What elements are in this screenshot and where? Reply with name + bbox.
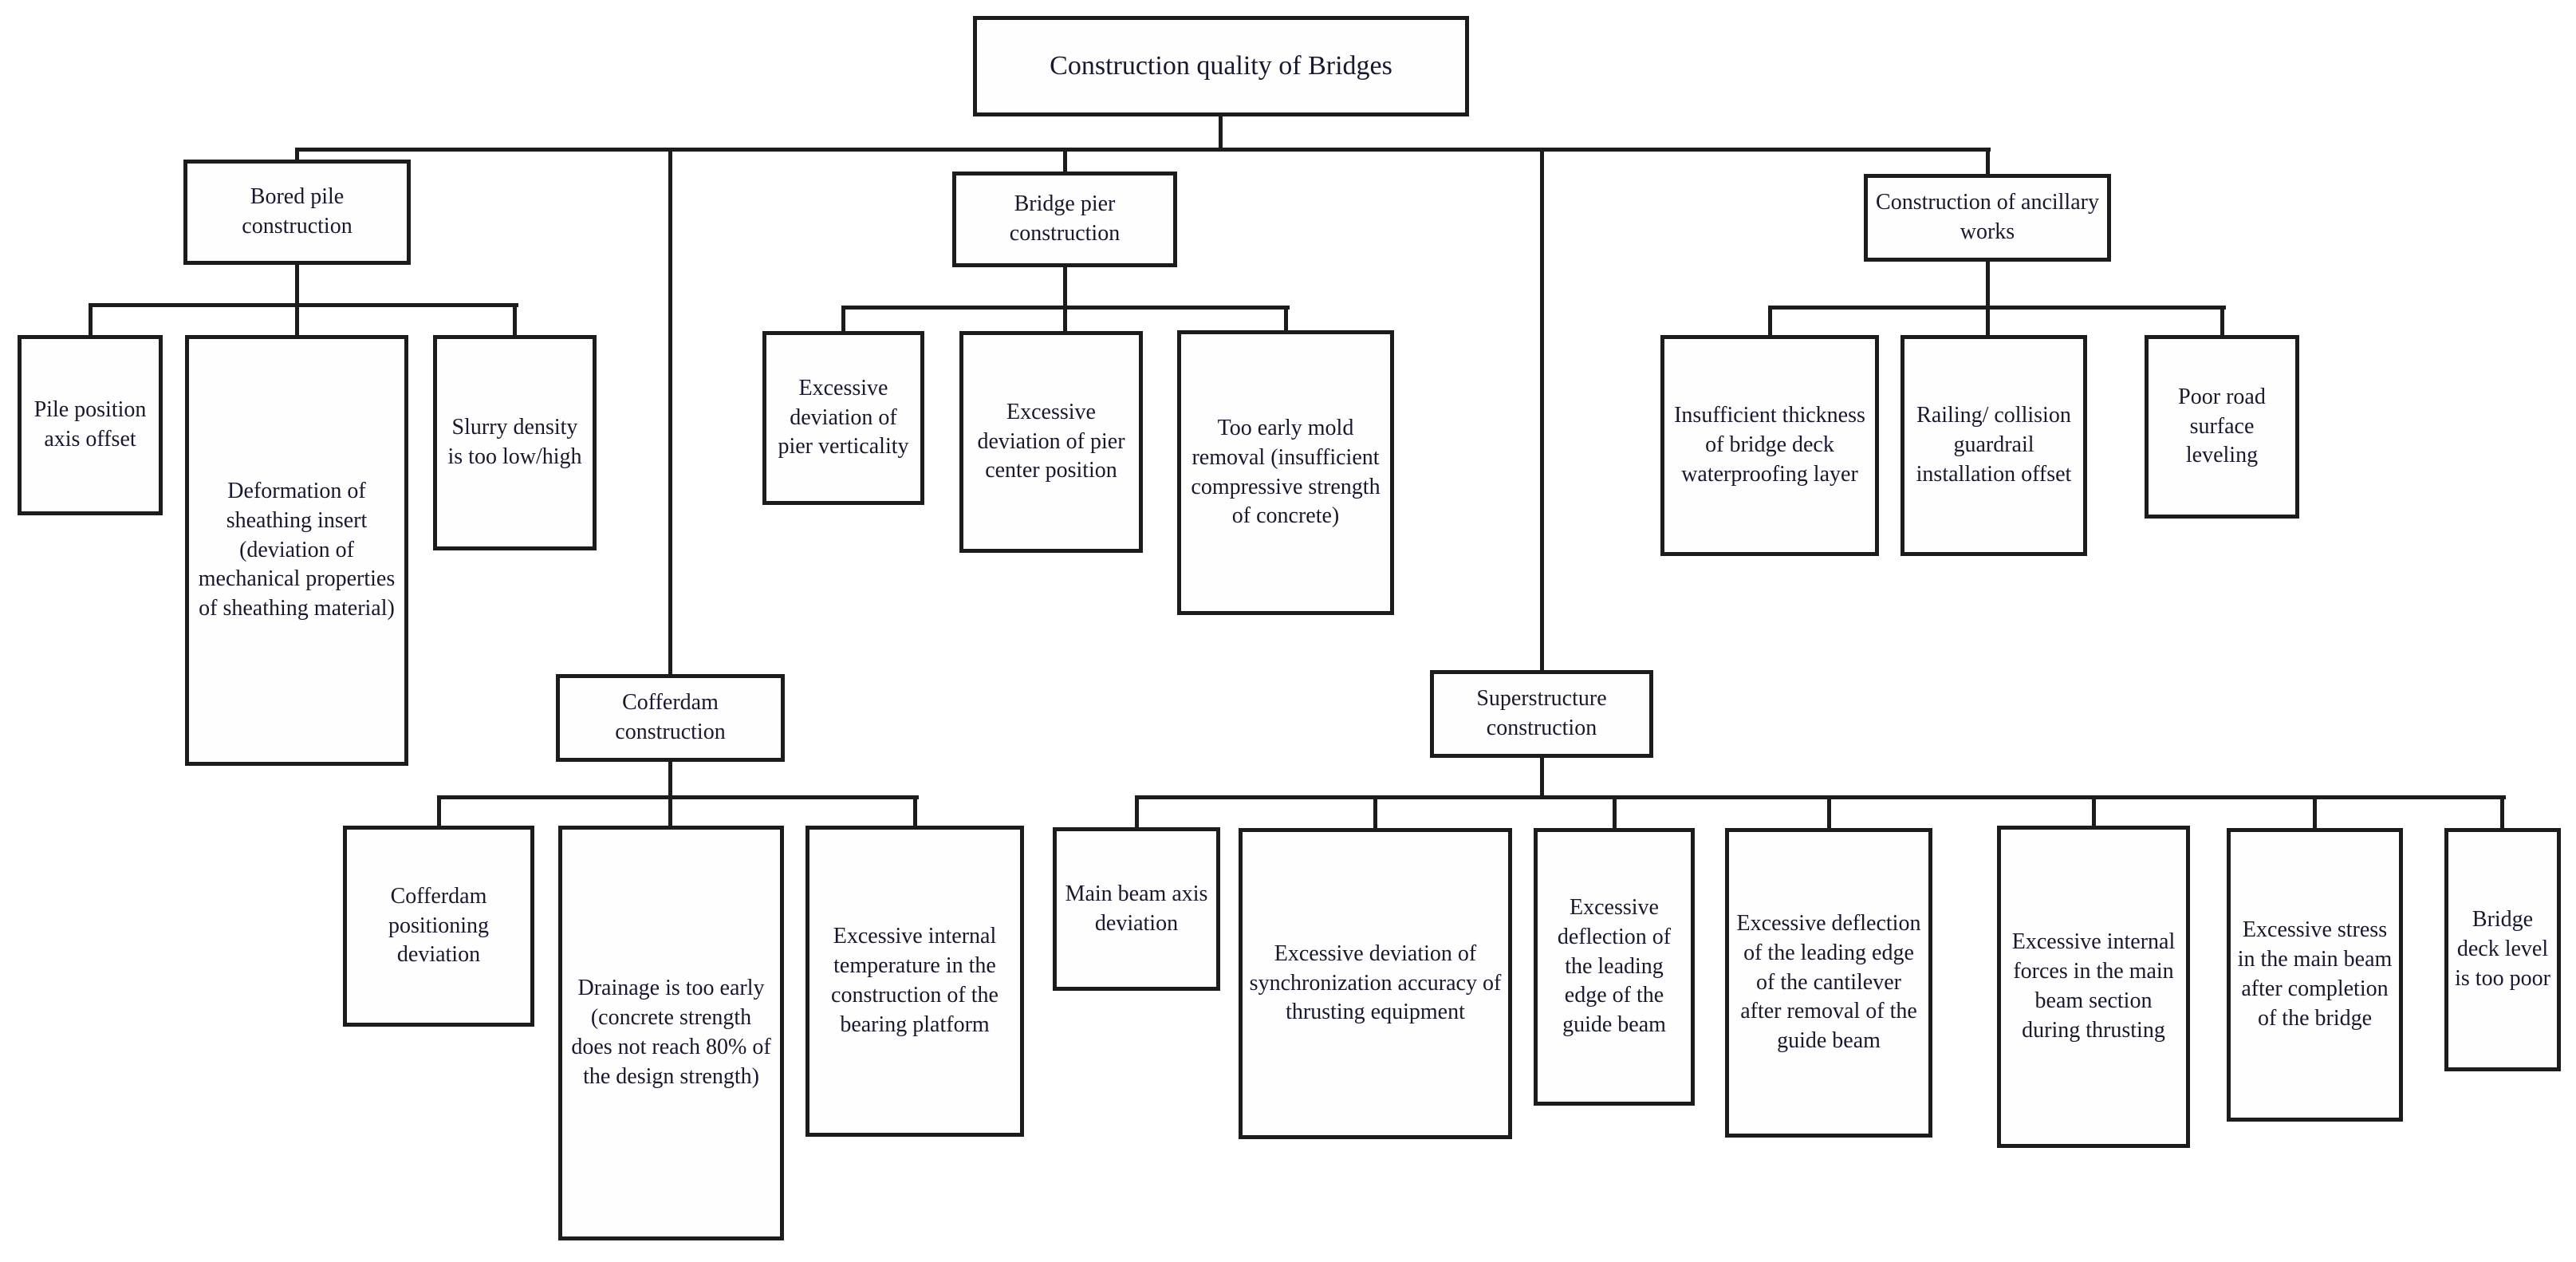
connector-main-rail	[295, 148, 1991, 152]
connector-pier-c3	[1284, 306, 1288, 334]
node-pier-center-position-deviation: Excessive deviation of pier center posit…	[959, 331, 1143, 553]
connector-drop-cofferdam	[668, 148, 672, 678]
connector-super-c6	[2313, 795, 2317, 832]
node-main-beam-stress: Excessive stress in the main beam after …	[2227, 828, 2403, 1122]
node-too-early-mold-removal: Too early mold removal (insufficient com…	[1177, 330, 1394, 615]
connector-cofferdam-stub	[668, 760, 672, 830]
node-construction-of-ancillary-works: Construction of ancillary works	[1864, 174, 2111, 262]
connector-cofferdam-rail	[437, 795, 919, 799]
connector-bored-c3	[513, 303, 517, 339]
node-railing-guardrail-offset: Railing/ collision guardrail installatio…	[1900, 335, 2087, 556]
connector-super-c5	[2092, 795, 2096, 830]
connector-drop-ancillary	[1986, 148, 1990, 178]
node-pile-position-axis-offset: Pile position axis offset	[18, 335, 163, 515]
node-thrusting-sync-deviation: Excessive deviation of synchronization a…	[1239, 828, 1512, 1139]
connector-ancillary-stub	[1986, 260, 1990, 339]
connector-bored-stub	[295, 263, 299, 339]
connector-super-c7	[2500, 795, 2504, 832]
connector-super-stub	[1540, 756, 1544, 799]
connector-cofferdam-c1	[437, 795, 441, 830]
connector-bored-c1	[89, 303, 93, 339]
connector-root-drop	[1219, 116, 1223, 152]
node-bearing-platform-temperature: Excessive internal temperature in the co…	[805, 826, 1024, 1137]
connector-ancillary-c1	[1768, 306, 1772, 339]
node-deformation-of-sheathing-insert: Deformation of sheathing insert (deviati…	[185, 335, 408, 766]
connector-ancillary-c3	[2220, 306, 2224, 339]
node-slurry-density: Slurry density is too low/high	[433, 335, 597, 550]
connector-super-c4	[1827, 795, 1831, 832]
connector-pier-rail	[841, 306, 1290, 310]
node-poor-road-surface-leveling: Poor road surface leveling	[2145, 335, 2299, 519]
node-cofferdam-construction: Cofferdam construction	[556, 674, 785, 762]
node-bored-pile-construction: Bored pile construction	[183, 160, 411, 265]
connector-super-c2	[1373, 795, 1377, 832]
connector-pier-c1	[841, 306, 845, 335]
connector-pier-stub	[1063, 266, 1067, 335]
node-pier-verticality-deviation: Excessive deviation of pier verticality	[762, 331, 924, 505]
node-guide-beam-deflection: Excessive deflection of the leading edge…	[1534, 828, 1695, 1106]
node-root: Construction quality of Bridges	[973, 16, 1469, 116]
node-bridge-pier-construction: Bridge pier construction	[952, 172, 1177, 267]
node-drainage-too-early: Drainage is too early (concrete strength…	[558, 826, 784, 1240]
connector-drop-bored-pile	[295, 148, 299, 165]
connector-super-rail	[1135, 795, 2506, 799]
connector-drop-bridge-pier	[1063, 148, 1067, 175]
connector-drop-superstructure	[1540, 148, 1544, 674]
node-waterproofing-layer-thickness: Insufficient thickness of bridge deck wa…	[1660, 335, 1879, 556]
connector-cofferdam-c3	[913, 795, 917, 830]
connector-super-c1	[1135, 795, 1139, 831]
node-main-beam-axis-deviation: Main beam axis deviation	[1053, 827, 1220, 991]
node-superstructure-construction: Superstructure construction	[1430, 670, 1653, 758]
node-cofferdam-positioning-deviation: Cofferdam positioning deviation	[343, 826, 534, 1027]
connector-super-c3	[1613, 795, 1617, 832]
node-cantilever-deflection: Excessive deflection of the leading edge…	[1725, 828, 1932, 1138]
connector-bored-rail	[89, 303, 518, 307]
connector-ancillary-rail	[1768, 306, 2226, 310]
node-bridge-deck-level: Bridge deck level is too poor	[2444, 828, 2561, 1071]
node-main-beam-internal-forces: Excessive internal forces in the main be…	[1997, 826, 2190, 1148]
